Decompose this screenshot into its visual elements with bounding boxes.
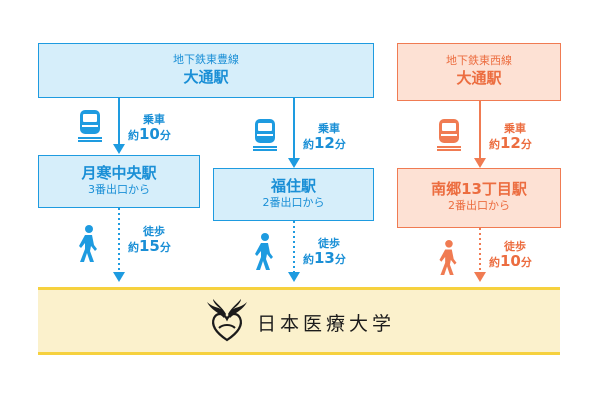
walk-arrow-nango <box>474 228 486 282</box>
walk-arrow-tsukisamu <box>113 208 125 282</box>
winged-heart-logo <box>207 299 247 342</box>
walk-unit: 分 <box>334 253 346 266</box>
ride-prefix: 約 <box>489 138 500 151</box>
university-name: 日本医療大学 <box>257 313 396 335</box>
walking-person-icon <box>439 240 457 276</box>
ride-unit: 分 <box>159 129 171 142</box>
walk-minutes: 10 <box>500 252 521 270</box>
walk-time-fukuzumi: 徒歩 約13分 <box>303 237 346 267</box>
walk-minutes: 13 <box>314 249 335 267</box>
ride-label: 乗車 <box>143 113 165 126</box>
ride-arrow-nango <box>474 101 486 168</box>
ride-minutes: 12 <box>500 134 521 152</box>
ride-arrow-tsukisamu <box>113 98 125 154</box>
walk-prefix: 約 <box>303 253 314 266</box>
ride-unit: 分 <box>520 138 532 151</box>
origin-box-tozai: 地下鉄東西線 大通駅 <box>397 43 561 101</box>
station-box-tsukisamu-chuo: 月寒中央駅 3番出口から <box>38 155 200 208</box>
ride-time-nango: 乗車 約12分 <box>489 122 532 152</box>
walk-unit: 分 <box>159 241 171 254</box>
ride-prefix: 約 <box>303 138 314 151</box>
walk-minutes: 15 <box>139 237 160 255</box>
walking-person-icon <box>255 233 273 270</box>
ride-minutes: 10 <box>139 125 160 143</box>
ride-arrow-fukuzumi <box>288 98 300 168</box>
walk-label: 徒歩 <box>318 237 340 250</box>
train-icon <box>437 119 461 151</box>
station-name: 月寒中央駅 <box>81 164 157 182</box>
station-exit: 2番出口から <box>448 199 510 212</box>
origin-station-label: 大通駅 <box>456 69 502 87</box>
train-icon <box>78 110 102 142</box>
walk-prefix: 約 <box>128 241 139 254</box>
train-icon <box>253 119 277 151</box>
ride-label: 乗車 <box>318 122 340 135</box>
walk-time-nango: 徒歩 約10分 <box>489 240 532 270</box>
ride-label: 乗車 <box>504 122 526 135</box>
walk-prefix: 約 <box>489 256 500 269</box>
walk-label: 徒歩 <box>504 240 526 253</box>
origin-line-label: 地下鉄東豊線 <box>173 53 239 66</box>
ride-unit: 分 <box>334 138 346 151</box>
walk-arrow-fukuzumi <box>288 221 300 282</box>
station-name: 福住駅 <box>270 177 316 195</box>
station-exit: 2番出口から <box>262 196 325 209</box>
origin-box-toho: 地下鉄東豊線 大通駅 <box>38 43 374 98</box>
ride-prefix: 約 <box>128 129 139 142</box>
ride-minutes: 12 <box>314 134 335 152</box>
ride-time-tsukisamu: 乗車 約10分 <box>128 113 171 143</box>
station-box-nango-13-chome: 南郷13丁目駅 2番出口から <box>397 168 561 228</box>
origin-line-label: 地下鉄東西線 <box>446 54 512 67</box>
station-name: 南郷13丁目駅 <box>431 180 527 198</box>
origin-station-label: 大通駅 <box>183 68 229 86</box>
walk-label: 徒歩 <box>143 225 165 238</box>
station-box-fukuzumi: 福住駅 2番出口から <box>213 168 374 221</box>
walking-person-icon <box>79 225 97 262</box>
destination-bar <box>38 287 560 355</box>
walk-time-tsukisamu: 徒歩 約15分 <box>128 225 171 255</box>
ride-time-fukuzumi: 乗車 約12分 <box>303 122 346 152</box>
walk-unit: 分 <box>520 256 532 269</box>
station-exit: 3番出口から <box>88 183 150 196</box>
